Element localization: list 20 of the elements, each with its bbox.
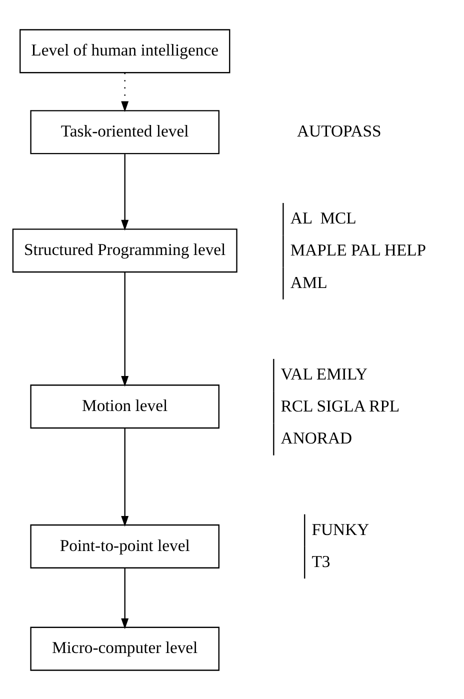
node-box: Micro-computer level [30,626,220,670]
arrow [121,154,129,230]
arrow [121,72,129,112]
node-box: Level of human intelligence [20,28,230,73]
node-label: AML [290,272,328,292]
node-box: Motion level [30,384,220,428]
node-label: ANORAD [280,428,352,448]
node-label: T3 [312,551,330,570]
node-box: Point-to-point level [30,524,220,568]
arrow [121,272,129,386]
label: AUTOPASS [297,121,382,140]
node-box: Structured Programming level [12,228,238,272]
node-label: FUNKY [312,519,370,538]
node-label: RCL SIGLA RPL [280,396,400,416]
node-label: VAL EMILY [280,364,368,383]
node-box: Task-oriented level [30,110,220,154]
arrow [121,568,129,629]
node-label: MAPLE PAL HELP [290,240,426,260]
node-label: AL MCL [290,208,356,227]
arrow [121,428,129,526]
